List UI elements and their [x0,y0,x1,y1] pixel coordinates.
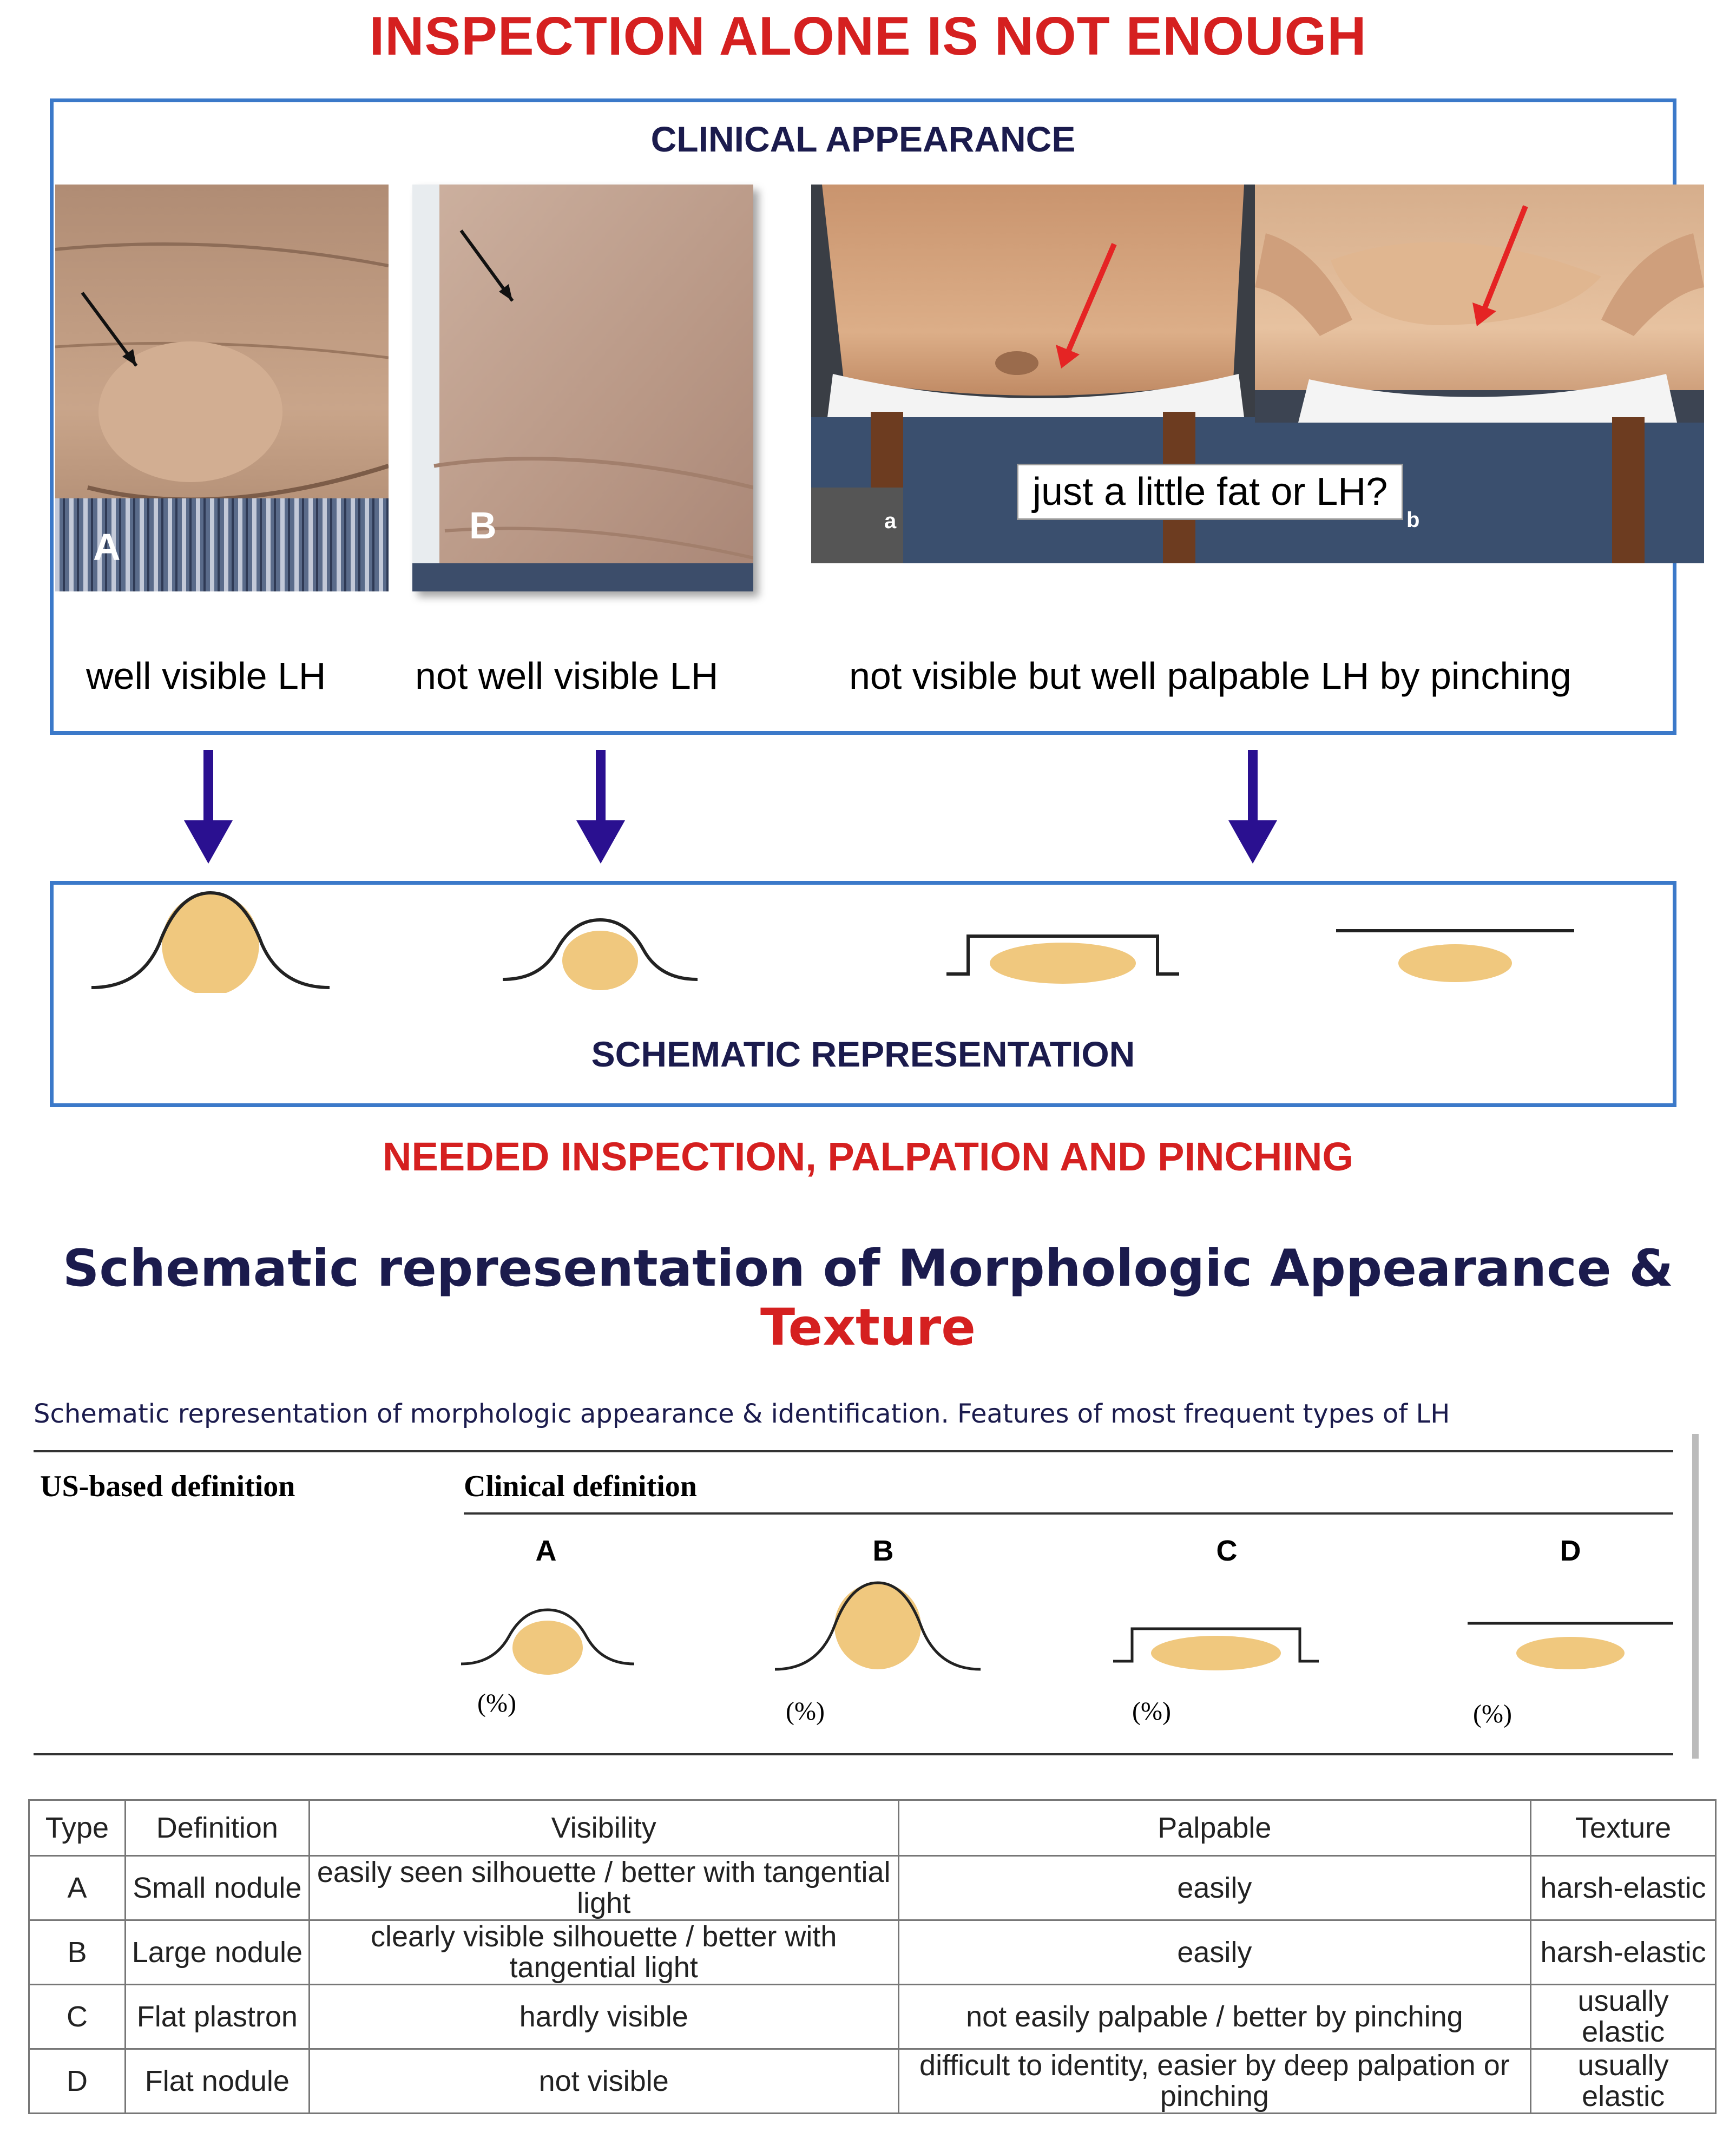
cell-visibility: easily seen silhouette / better with tan… [308,1855,899,1921]
caption-well-visible-lh: well visible LH [86,655,326,697]
reference-figure-caption: Schematic representation of morphologic … [34,1399,1450,1429]
down-arrow-1-icon [184,750,233,864]
table-row: B Large nodule clearly visible silhouett… [28,1919,1717,1985]
ref-shape-small-nodule [461,1608,634,1675]
shape-small-nodule [503,918,698,990]
needed-inspection-text: NEEDED INSPECTION, PALPATION AND PINCHIN… [383,1134,1353,1179]
pct-d: (%) [1473,1700,1512,1728]
table-row: D Flat nodule not visible difficult to i… [28,2048,1717,2114]
cell-type: D [28,2048,126,2114]
cell-palpable: easily [897,1919,1532,1985]
cell-palpable: easily [897,1855,1532,1921]
cell-type: C [28,1984,126,2050]
col-letter-a: A [535,1535,557,1567]
photo-letter-b-small: b [1406,508,1420,532]
caption-palpable-by-pinching: not visible but well palpable LH by pinc… [849,655,1571,697]
cell-palpable: not easily palpable / better by pinching [897,1984,1532,2050]
photo-a-well-visible-lh: A [55,185,389,591]
schematic-representation-panel: SCHEMATIC REPRESENTATION [50,881,1676,1107]
clinical-appearance-panel: CLINICAL APPEARANCE A [50,98,1704,735]
lh-types-table: Type Definition Visibility Palpable Text… [28,1799,1717,2114]
cell-texture: usually elastic [1530,2048,1717,2114]
morphologic-appearance-title: Schematic representation of Morphologic … [0,1239,1736,1357]
caption-not-well-visible-lh: not well visible LH [415,655,719,697]
photo-b-not-well-visible-lh: B [412,185,753,591]
cell-type: A [28,1855,126,1921]
down-arrow-3-icon [1228,750,1277,864]
ref-bottom-rule [34,1753,1673,1755]
ref-shape-flat-plastron [1113,1627,1319,1670]
ref-mid-rule [464,1512,1673,1515]
ref-top-rule [34,1450,1673,1452]
main-title: INSPECTION ALONE IS NOT ENOUGH [369,6,1367,67]
header-palpable: Palpable [897,1799,1532,1857]
header-definition: Definition [124,1799,310,1857]
cell-definition: Small nodule [124,1855,310,1921]
pct-b: (%) [786,1697,825,1726]
clinical-appearance-title: CLINICAL APPEARANCE [650,119,1076,159]
down-arrow-2-icon [576,750,625,864]
morph-title-main: Schematic representation of Morphologic … [62,1239,1674,1298]
schematic-representation-title: SCHEMATIC REPRESENTATION [591,1034,1135,1074]
cell-texture: usually elastic [1530,1984,1717,2050]
shape-large-nodule [91,891,330,993]
header-type: Type [28,1799,126,1857]
pct-a: (%) [477,1689,516,1717]
cell-visibility: not visible [308,2048,899,2114]
cell-texture: harsh-elastic [1530,1855,1717,1921]
header-texture: Texture [1530,1799,1717,1857]
cell-type: B [28,1919,126,1985]
shape-flat-nodule [1336,929,1574,982]
cell-palpable: difficult to identity, easier by deep pa… [897,2048,1532,2114]
photo-letter-b: B [469,504,497,547]
clinical-definition-label: Clinical definition [464,1470,697,1503]
col-letter-d: D [1560,1535,1581,1567]
table-row: C Flat plastron hardly visible not easil… [28,1984,1717,2050]
table-header-row: Type Definition Visibility Palpable Text… [28,1799,1717,1857]
photo-b-pinching: b [1255,185,1704,563]
ref-panel-edge [1692,1434,1699,1759]
cell-texture: harsh-elastic [1530,1919,1717,1985]
shape-flat-plastron [946,934,1179,984]
cell-visibility: hardly visible [308,1984,899,2050]
cell-definition: Large nodule [124,1919,310,1985]
cell-definition: Flat plastron [124,1984,310,2050]
cell-definition: Flat nodule [124,2048,310,2114]
photo-letter-a: A [93,526,121,568]
reference-figure-panel: US-based definition Clinical definition … [34,1434,1700,1769]
ref-shape-flat-nodule [1468,1622,1673,1669]
us-based-definition-label: US-based definition [40,1470,295,1503]
col-letter-b: B [872,1535,894,1567]
col-letter-c: C [1216,1535,1238,1567]
photo-letter-a-small: a [884,509,897,533]
pct-c: (%) [1132,1697,1171,1726]
header-visibility: Visibility [308,1799,899,1857]
table-row: A Small nodule easily seen silhouette / … [28,1855,1717,1921]
cell-visibility: clearly visible silhouette / better with… [308,1919,899,1985]
ref-shape-large-nodule [775,1581,981,1671]
callout-little-fat-or-lh: just a little fat or LH? [1017,464,1404,520]
morph-title-texture: Texture [760,1298,976,1357]
